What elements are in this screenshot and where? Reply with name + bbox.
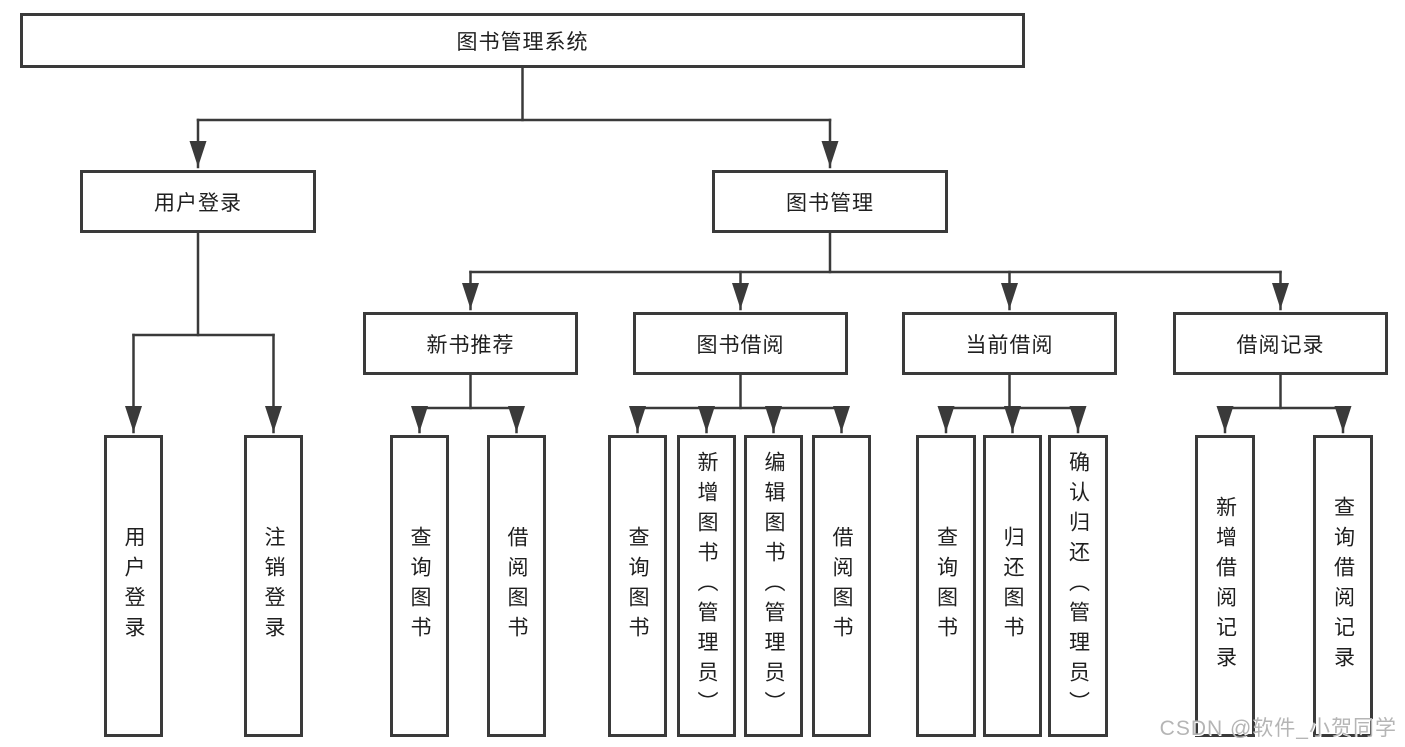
- node-library-system-label: 图书管理系统: [456, 30, 589, 54]
- leaf-bb-borrow-books-label: 借阅图书: [830, 526, 853, 646]
- leaf-br-query-record-label: 查询借阅记录: [1331, 496, 1355, 676]
- leaf-br-query-record: 查询借阅记录: [1313, 435, 1373, 737]
- leaf-cb-query-books: 查询图书: [916, 435, 976, 737]
- leaf-user-login: 用户登录: [104, 435, 163, 737]
- leaf-bb-query-books-label: 查询图书: [626, 526, 649, 646]
- leaf-user-login-label: 用户登录: [122, 526, 145, 646]
- leaf-bb-borrow-books: 借阅图书: [812, 435, 871, 737]
- leaf-nbr-borrow-books: 借阅图书: [487, 435, 546, 737]
- node-new-book-recommendation: 新书推荐: [363, 312, 578, 375]
- leaf-logout-label: 注销登录: [262, 526, 285, 646]
- node-book-borrowing-label: 图书借阅: [696, 333, 785, 357]
- leaf-logout: 注销登录: [244, 435, 303, 737]
- leaf-nbr-query-books-label: 查询图书: [408, 526, 431, 646]
- leaf-br-add-record-label: 新增借阅记录: [1213, 496, 1237, 676]
- node-library-system: 图书管理系统: [20, 13, 1025, 68]
- leaf-br-add-record: 新增借阅记录: [1195, 435, 1255, 737]
- leaf-cb-return-books-label: 归还图书: [1001, 526, 1024, 646]
- leaf-nbr-query-books: 查询图书: [390, 435, 449, 737]
- leaf-cb-confirm-return-admin: 确认归还（管理员）: [1048, 435, 1108, 737]
- leaf-cb-return-books: 归还图书: [983, 435, 1042, 737]
- leaf-bb-add-books-admin-label: 新增图书（管理员）: [695, 451, 718, 721]
- node-new-book-recommendation-label: 新书推荐: [426, 333, 515, 357]
- leaf-cb-query-books-label: 查询图书: [934, 526, 958, 646]
- node-user-login-label: 用户登录: [154, 191, 242, 215]
- node-borrowing-records: 借阅记录: [1173, 312, 1388, 375]
- leaf-bb-edit-books-admin: 编辑图书（管理员）: [744, 435, 803, 737]
- node-current-borrowing-label: 当前借阅: [965, 333, 1054, 357]
- node-current-borrowing: 当前借阅: [902, 312, 1117, 375]
- node-book-borrowing: 图书借阅: [633, 312, 848, 375]
- node-book-management-label: 图书管理: [786, 191, 874, 215]
- leaf-nbr-borrow-books-label: 借阅图书: [505, 526, 528, 646]
- node-borrowing-records-label: 借阅记录: [1236, 333, 1325, 357]
- leaf-cb-confirm-return-admin-label: 确认归还（管理员）: [1066, 451, 1090, 721]
- leaf-bb-query-books: 查询图书: [608, 435, 667, 737]
- watermark: CSDN @软件_小贺同学: [1159, 717, 1397, 740]
- node-book-management: 图书管理: [712, 170, 948, 233]
- leaf-bb-add-books-admin: 新增图书（管理员）: [677, 435, 736, 737]
- leaf-bb-edit-books-admin-label: 编辑图书（管理员）: [762, 451, 785, 721]
- node-user-login: 用户登录: [80, 170, 316, 233]
